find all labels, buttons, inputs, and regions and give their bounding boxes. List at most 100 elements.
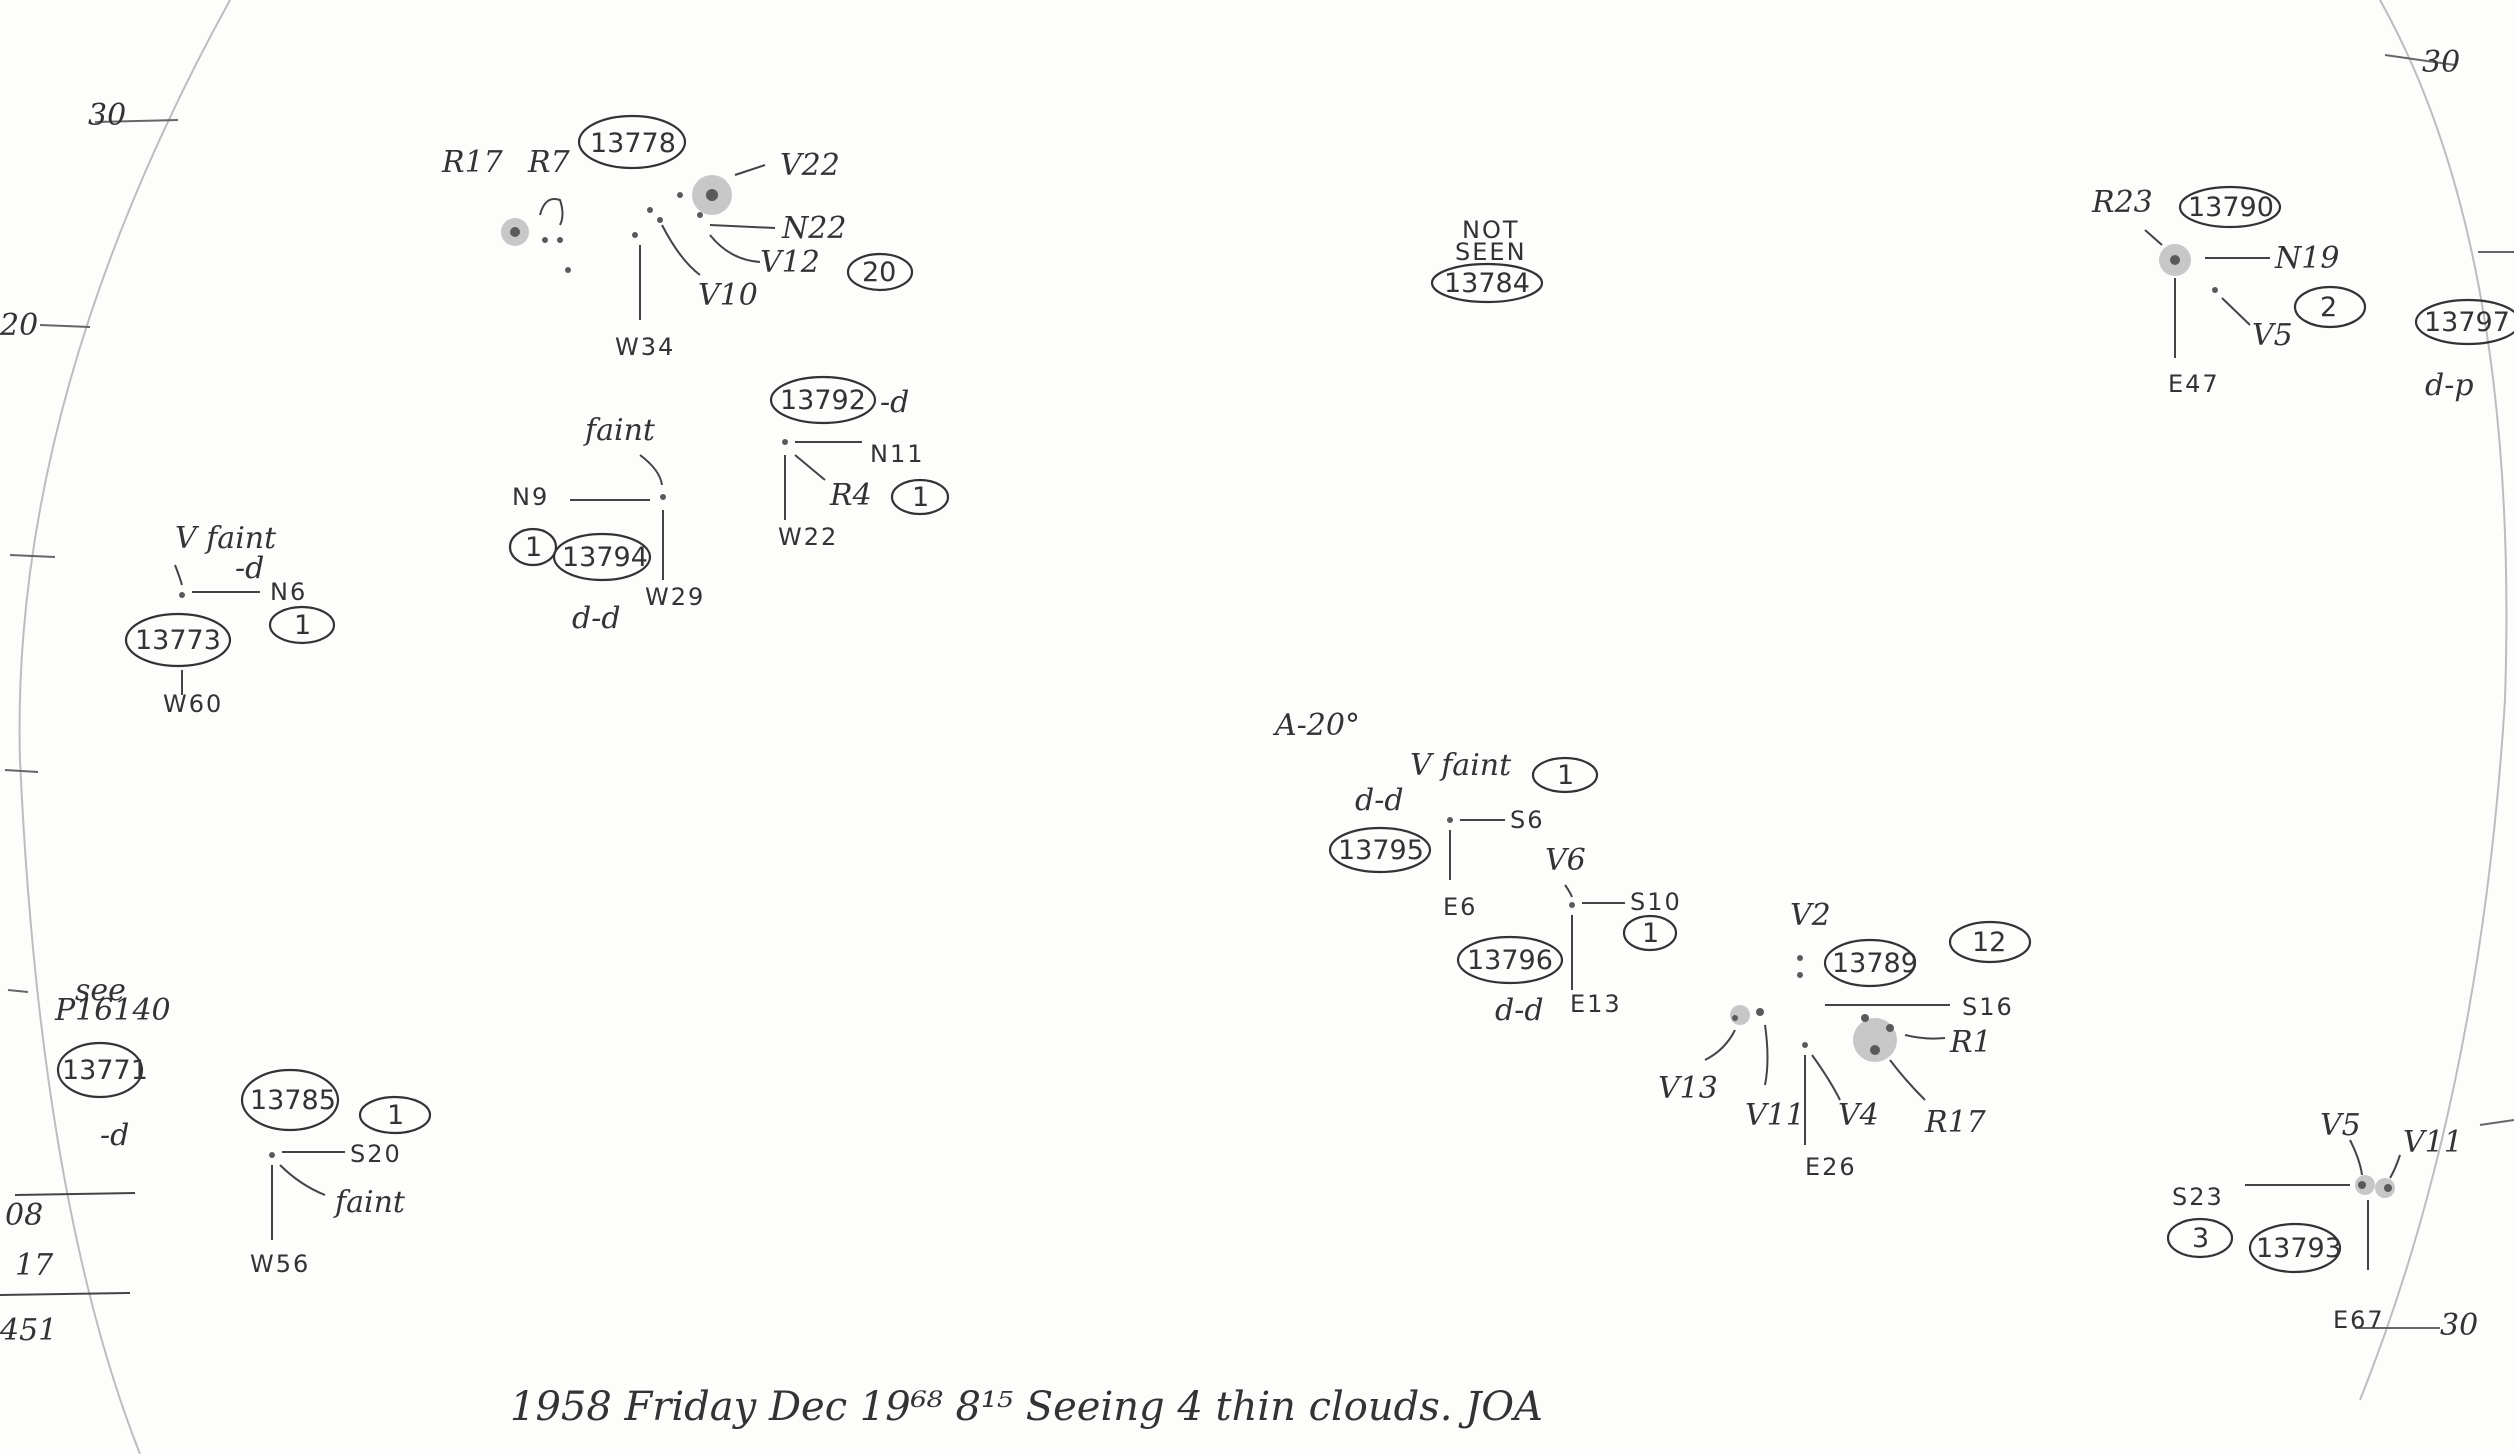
spot-label: faint [583, 413, 656, 448]
sunspot-group-13778: 13778 R17 R7 V22 N22 V12 V10 W34 20 [441, 114, 914, 361]
spot-label: d-p [2425, 368, 2474, 403]
spot-label: V13 [1658, 1071, 1718, 1106]
sunspot-group-13796: V6 S10 1 13796 d-d E13 [1456, 843, 1682, 1028]
spot-label: V5 [2320, 1108, 2361, 1143]
spot-label: W29 [645, 583, 705, 611]
spot-count: 1 [525, 532, 542, 563]
leader-line [1564, 884, 1573, 898]
sunspot-umbra [2384, 1184, 2392, 1192]
sunspot-umbra [269, 1152, 275, 1158]
leader-line [734, 164, 766, 176]
spot-label: V22 [780, 148, 840, 183]
spot-label: W22 [778, 523, 838, 551]
spot-label: E47 [2168, 370, 2220, 398]
group-number-oval [240, 1068, 340, 1132]
leader-line [1811, 1054, 1841, 1101]
group-number: 13771 [62, 1055, 148, 1086]
leader-line [1764, 1024, 1769, 1086]
sunspot-group-13793: V5 V11 S23 E67 3 13793 [2166, 1108, 2463, 1334]
group-number-oval [577, 114, 687, 170]
sunspot-group-13785: 13785 1 S20 faint W56 [240, 1068, 432, 1278]
sunspot-umbra [1756, 1008, 1764, 1016]
spot-count: 1 [1642, 918, 1659, 949]
sunspot-umbra [2358, 1181, 2366, 1189]
spot-count: 2 [2320, 292, 2337, 323]
sunspot-group-13792: 13792 -d N11 R4 W22 1 [769, 375, 950, 551]
group-number-oval [769, 375, 877, 425]
sunspot-umbra [565, 267, 571, 273]
leader-line [2221, 297, 2251, 326]
spot-count: 1 [912, 482, 929, 513]
spot-count: 1 [294, 610, 311, 641]
sunspot-group-13790: 13790 R23 N19 V5 E47 2 [2091, 185, 2367, 398]
leader-line [2349, 1139, 2363, 1176]
tally-top: 08 [5, 1198, 43, 1233]
group-number: 13773 [135, 625, 221, 656]
sunspot-umbra [1569, 902, 1575, 908]
sunspot-umbra [1802, 1042, 1808, 1048]
spot-label: N9 [512, 483, 549, 511]
sunspot-group-13789: 13789 V2 S16 R1 R17 V13 V11 V4 E26 12 [1658, 898, 2032, 1181]
sunspot-umbra [1886, 1024, 1894, 1032]
spot-label: E6 [1443, 893, 1477, 921]
group-number: 13785 [250, 1085, 336, 1116]
right-tick-label-bottom: 30 [2440, 1308, 2478, 1343]
spot-label: -d [235, 551, 264, 586]
solar-limb-left [18, 0, 231, 1454]
tally-rule [0, 1292, 131, 1296]
spot-label: R17 [441, 145, 504, 180]
group-number-oval [2178, 185, 2282, 229]
sunspot-umbra [510, 227, 520, 237]
group-number-oval [124, 612, 232, 668]
spot-label: R17 [1924, 1105, 1987, 1140]
spot-label: V2 [1790, 898, 1831, 933]
spot-label: d-d [572, 601, 621, 636]
group-number-oval [56, 1041, 144, 1099]
sunspot-umbra [697, 212, 703, 218]
group-number-oval [552, 532, 652, 582]
sunspot-group-13797: 13797 d-p [2414, 298, 2514, 403]
spot-label: S10 [1630, 888, 1682, 916]
sunspot-umbra [2170, 255, 2180, 265]
spot-label: -d [100, 1118, 129, 1153]
spot-count: 3 [2192, 1223, 2209, 1254]
spot-label: R4 [829, 478, 872, 513]
leader-line [709, 234, 761, 263]
sunspot-penumbra [1853, 1018, 1897, 1062]
sunspot-umbra [1447, 817, 1453, 823]
sunspot-umbra [1797, 972, 1803, 978]
leader-line [639, 454, 663, 486]
right-tick-label-top: 30 [2422, 45, 2460, 80]
spot-label: N22 [781, 211, 846, 246]
sunspot-umbra [1797, 955, 1803, 961]
sunspot-umbra [632, 232, 638, 238]
spot-count-oval [508, 527, 558, 567]
limb-tick [2384, 54, 2456, 66]
sunspot-umbra [542, 237, 548, 243]
group-number: 13790 [2188, 192, 2274, 223]
sunspot-umbra [557, 237, 563, 243]
observation-note: 1958 Friday Dec 19⁶⁸ 8¹⁵ Seeing 4 thin c… [510, 1384, 1543, 1430]
group-number-oval [1328, 826, 1432, 874]
spot-count-oval [1948, 920, 2032, 964]
spot-count: 20 [862, 257, 896, 288]
leader-line [2389, 1154, 2401, 1179]
spot-label: d-d [1495, 993, 1544, 1028]
spot-label: N19 [2274, 241, 2339, 276]
sunspot-umbra [657, 217, 663, 223]
leader-line [709, 224, 776, 229]
tally-rule [14, 1192, 136, 1196]
spot-count: 1 [1557, 760, 1574, 791]
spot-label: V faint [175, 521, 277, 556]
spot-label: W34 [615, 333, 675, 361]
spot-label: S20 [350, 1140, 402, 1168]
spot-label: S23 [2172, 1183, 2224, 1211]
leader-line [174, 564, 183, 586]
limb-tick [4, 769, 39, 773]
limb-tick [39, 324, 91, 328]
sunspot-group-13784: NOT SEEN 13784 [1430, 216, 1544, 304]
spot-label: V11 [1745, 1098, 1805, 1133]
spot-label: W56 [250, 1250, 310, 1278]
spot-label: V5 [2252, 318, 2293, 353]
sunspot-umbra [179, 592, 185, 598]
